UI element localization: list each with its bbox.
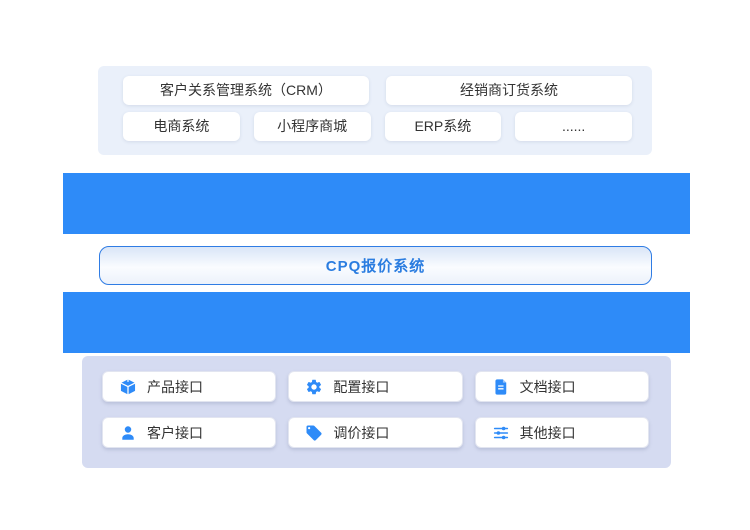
interface-label: 客户接口 (147, 424, 203, 441)
interface-label: 调价接口 (333, 424, 390, 441)
interface-box-document: 文档接口 (474, 371, 649, 402)
cpq-system-label: CPQ报价系统 (325, 258, 426, 275)
interface-box-customer: 客户接口 (102, 417, 277, 448)
system-box-dealer-ordering: 经销商订货系统 (386, 76, 632, 105)
connector-band-top (63, 173, 690, 234)
system-box-ecommerce: 电商系统 (123, 112, 240, 141)
system-box-miniprogram-mall: 小程序商城 (253, 112, 371, 141)
person-icon (119, 424, 137, 442)
interface-box-pricing: 调价接口 (288, 417, 463, 448)
connector-band-bottom (63, 292, 690, 353)
external-systems-panel: 客户关系管理系统（CRM） 经销商订货系统 电商系统 小程序商城 ERP系统 .… (98, 66, 652, 155)
tag-icon (305, 424, 323, 442)
gear-icon (305, 378, 323, 396)
interface-box-other: 其他接口 (474, 417, 649, 448)
system-box-ellipsis: ...... (515, 112, 632, 141)
cube-icon (119, 378, 137, 396)
system-box-crm: 客户关系管理系统（CRM） (123, 76, 369, 105)
interface-label: 文档接口 (519, 378, 576, 395)
interface-box-product: 产品接口 (102, 371, 277, 402)
interface-label: 配置接口 (333, 378, 390, 395)
interface-box-configuration: 配置接口 (288, 371, 463, 402)
sliders-icon (492, 424, 510, 442)
external-systems-row-2: 电商系统 小程序商城 ERP系统 ...... (123, 112, 632, 141)
system-box-erp: ERP系统 (384, 112, 502, 141)
document-icon (492, 378, 510, 396)
interface-label: 其他接口 (519, 424, 576, 441)
interface-label: 产品接口 (147, 378, 203, 395)
cpq-system-box: CPQ报价系统 (99, 246, 652, 285)
interface-panel: 产品接口 配置接口 文档接口 客户接口 调价接口 (82, 356, 671, 468)
external-systems-row-1: 客户关系管理系统（CRM） 经销商订货系统 (123, 76, 632, 105)
